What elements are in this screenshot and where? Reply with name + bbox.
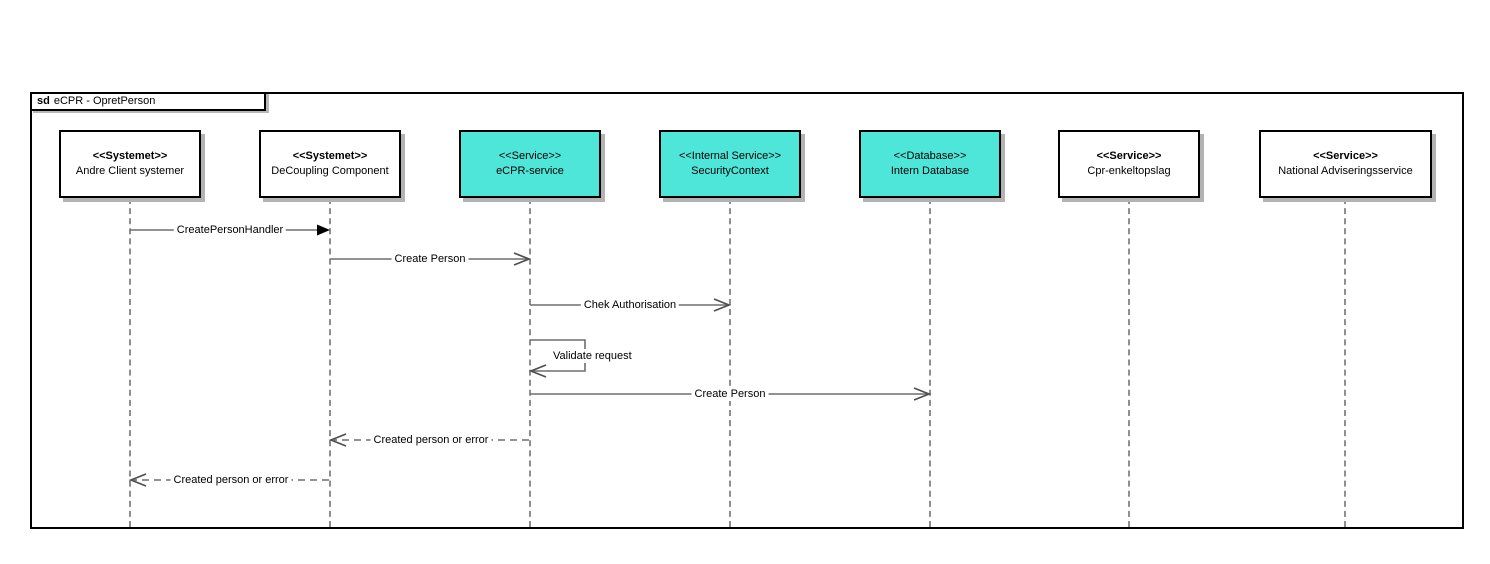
participant-intern-database: <<Database>> Intern Database (859, 130, 1001, 198)
participant-stereotype: <<Internal Service>> (678, 150, 782, 162)
participant-ecpr-service: <<Service>> eCPR-service (459, 130, 601, 198)
lifeline-andre-client-systemer (129, 198, 131, 527)
lifeline-securitycontext (729, 198, 731, 527)
participant-name: National Adviseringsservice (1278, 165, 1413, 177)
lifeline-decoupling-component (329, 198, 331, 527)
participant-name: Andre Client systemer (75, 165, 185, 177)
message-label-create-person-1: Create Person (391, 252, 469, 266)
frame-border (30, 92, 1464, 529)
lifeline-intern-database (929, 198, 931, 527)
participant-name: SecurityContext (691, 165, 769, 177)
message-label-create-person-2: Create Person (691, 387, 769, 401)
message-label-chek-authorisation: Chek Authorisation (580, 298, 680, 312)
participant-stereotype: <<Service>> (1096, 150, 1162, 162)
participant-name: DeCoupling Component (271, 165, 389, 177)
frame-title-text: eCPR - OpretPerson (53, 95, 156, 107)
participant-cpr-enkeltopslag: <<Service>> Cpr-enkeltopslag (1058, 130, 1200, 198)
participant-decoupling-component: <<Systemet>> DeCoupling Component (259, 130, 401, 198)
participant-andre-client-systemer: <<Systemet>> Andre Client systemer (59, 130, 201, 198)
message-label-validate-request: Validate request (550, 349, 635, 363)
message-label-created-person-or-error-2: Created person or error (170, 473, 292, 487)
frame-keyword: sd (37, 95, 50, 107)
participant-national-adviseringsservice: <<Service>> National Adviseringsservice (1259, 130, 1432, 198)
participant-name: eCPR-service (496, 165, 564, 177)
lifeline-ecpr-service (529, 198, 531, 527)
participant-stereotype: <<Database>> (893, 150, 967, 162)
participant-name: Cpr-enkeltopslag (1087, 165, 1171, 177)
participant-stereotype: <<Systemet>> (92, 150, 168, 162)
lifeline-cpr-enkeltopslag (1128, 198, 1130, 527)
message-label-createpersonhandler: CreatePersonHandler (173, 223, 287, 237)
participant-securitycontext: <<Internal Service>> SecurityContext (659, 130, 801, 198)
participant-stereotype: <<Systemet>> (292, 150, 368, 162)
participant-stereotype: <<Service>> (498, 150, 562, 162)
lifeline-national-adviseringsservice (1344, 198, 1346, 527)
participant-name: Intern Database (890, 165, 970, 177)
participant-stereotype: <<Service>> (1313, 150, 1378, 162)
message-label-created-person-or-error-1: Created person or error (370, 433, 492, 447)
